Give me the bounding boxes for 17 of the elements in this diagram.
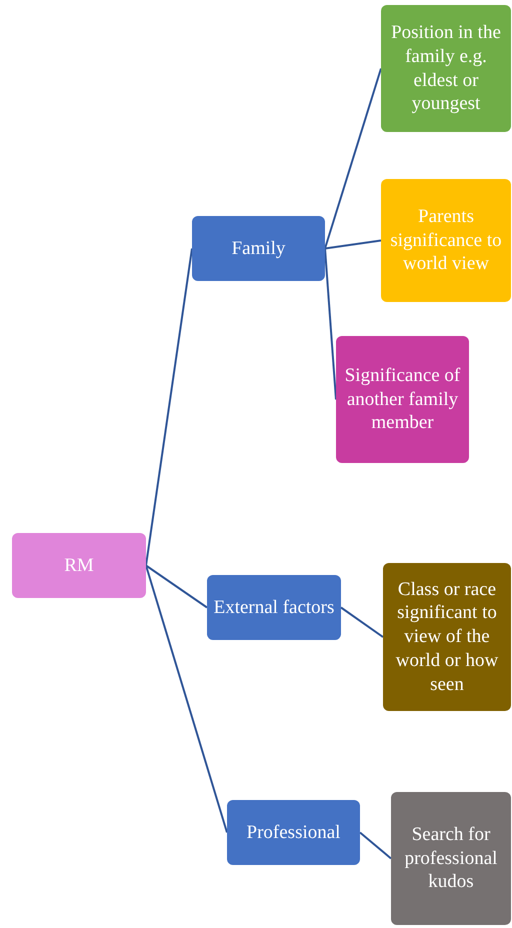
- connector-line: [324, 68, 382, 249]
- topic-box: Significance of another family member: [336, 336, 469, 463]
- connector-line: [145, 564, 208, 608]
- connector-line: [340, 606, 384, 638]
- topic-box: Parents significance to world view: [381, 179, 511, 302]
- topic-box: Search for professional kudos: [391, 792, 511, 925]
- topic-box: Position in the family e.g. eldest or youngest: [381, 5, 511, 132]
- connector-line: [145, 565, 228, 833]
- connector-line: [359, 832, 392, 860]
- connector-line: [145, 248, 193, 566]
- connector-line: [324, 248, 337, 400]
- topic-box: Class or race significant to view of the world or how seen: [383, 563, 511, 711]
- topic-box: Family: [192, 216, 325, 281]
- connector-line: [324, 240, 382, 250]
- topic-box: RM: [12, 533, 146, 598]
- topic-box: Professional: [227, 800, 360, 865]
- topic-box: External factors: [207, 575, 341, 640]
